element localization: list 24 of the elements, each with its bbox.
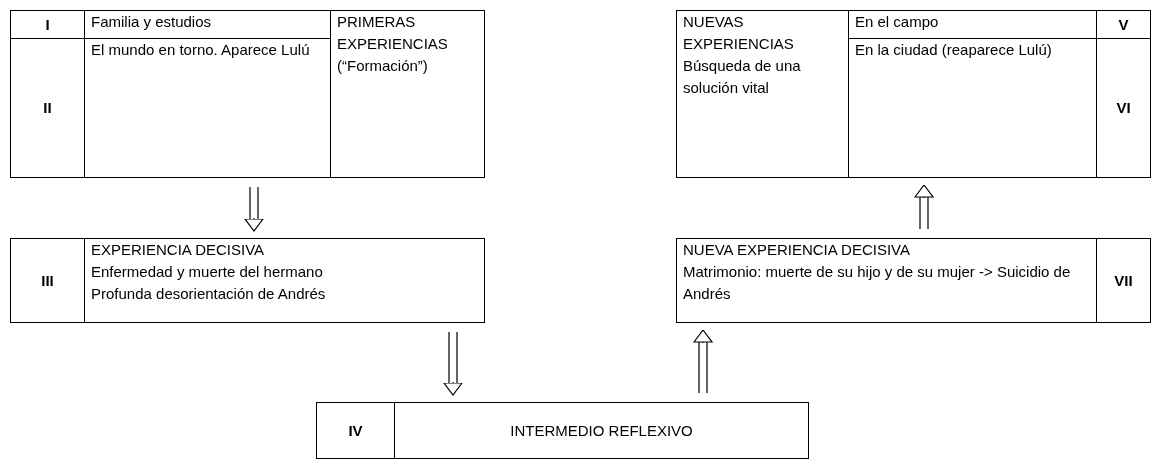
- roman-numeral: II: [42, 98, 53, 118]
- roman-numeral: I: [44, 14, 51, 35]
- cell-text: Profunda desorientación de Andrés: [90, 284, 327, 304]
- block-arrow: [244, 186, 264, 232]
- heading-text: NUEVA EXPERIENCIA DECISIVA: [682, 240, 911, 260]
- cell-text: En la ciudad (reaparece Lulú): [854, 40, 1053, 60]
- roman-numeral: III: [40, 270, 55, 291]
- cell-text: Familia y estudios: [90, 12, 213, 32]
- heading-text: EXPERIENCIA DECISIVA: [90, 240, 266, 260]
- roman-numeral: V: [1117, 14, 1130, 35]
- cell-text: El mundo en torno. Aparece Lulú: [90, 40, 311, 60]
- cell-text: NUEVAS EXPERIENCIAS Búsqueda de una solución vital: [682, 12, 802, 98]
- roman-numeral: VI: [1115, 98, 1132, 118]
- roman-numeral: VII: [1113, 270, 1134, 291]
- cell-text: INTERMEDIO REFLEXIVO: [509, 420, 694, 441]
- cell-text: Matrimonio: muerte de su hijo y de su mujer -> Suicidio de Andrés: [682, 262, 1072, 304]
- cell-text: En el campo: [854, 12, 940, 32]
- block-arrow: [914, 184, 934, 230]
- table-frame: [10, 10, 485, 178]
- cell-text: PRIMERAS EXPERIENCIAS (“Formación”): [336, 12, 449, 76]
- block-arrow: [693, 329, 713, 394]
- roman-numeral: IV: [347, 420, 364, 441]
- cell-text: Enfermedad y muerte del hermano: [90, 262, 324, 282]
- block-arrow: [443, 331, 463, 396]
